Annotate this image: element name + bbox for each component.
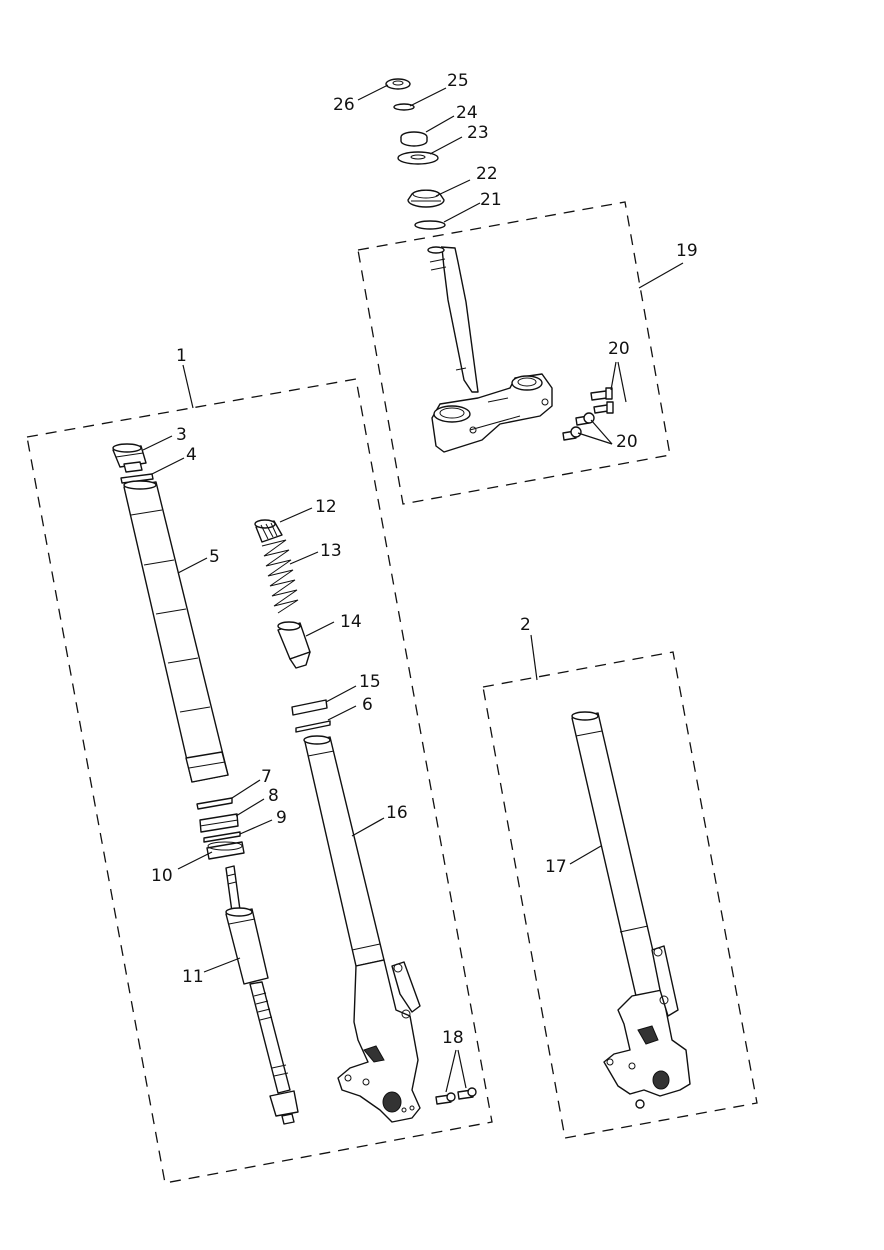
callout-25: 25 (447, 71, 469, 91)
part-15-bush[interactable] (291, 699, 328, 716)
part-20-bolts[interactable] (562, 387, 614, 441)
part-26-nut[interactable] (385, 78, 411, 90)
part-9-clip[interactable] (203, 831, 241, 843)
callout-22: 22 (476, 164, 498, 184)
callout-13: 13 (320, 541, 342, 561)
part-17-fork-assembly[interactable] (571, 711, 691, 1109)
part-8-oil-seal[interactable] (199, 813, 239, 833)
callout-12: 12 (315, 497, 337, 517)
callout-10: 10 (151, 866, 173, 886)
part-24-nut[interactable] (400, 131, 428, 147)
callout-9: 9 (276, 808, 287, 828)
part-23-washer[interactable] (397, 151, 439, 165)
callout-5: 5 (209, 547, 220, 567)
group-19-outline (357, 201, 671, 505)
part-16-inner-tube-and-axle-bracket[interactable] (303, 735, 421, 1123)
callout-24: 24 (456, 103, 478, 123)
part-19-lower-yoke-and-stem[interactable] (427, 246, 553, 453)
callout-6: 6 (362, 695, 373, 715)
callout-15: 15 (359, 672, 381, 692)
callout-4: 4 (186, 445, 197, 465)
part-6-bush[interactable] (295, 720, 331, 733)
callout-18: 18 (442, 1028, 464, 1048)
part-21-seal[interactable] (414, 220, 446, 230)
callout-1: 1 (176, 346, 187, 366)
group-2-outline (482, 651, 758, 1139)
part-12-spring-collar[interactable] (254, 519, 283, 543)
part-7-seal[interactable] (196, 797, 233, 810)
part-4-o-ring[interactable] (120, 473, 154, 484)
callout-20-lower: 20 (616, 432, 638, 452)
part-11-damper-cartridge[interactable] (225, 865, 299, 1125)
part-3-top-cap[interactable] (112, 443, 147, 473)
callout-20-upper: 20 (608, 339, 630, 359)
callout-11: 11 (182, 967, 204, 987)
callout-7: 7 (261, 767, 272, 787)
part-10-dust-seal[interactable] (206, 841, 245, 860)
callout-8: 8 (268, 786, 279, 806)
callout-21: 21 (480, 190, 502, 210)
part-22-bearing[interactable] (407, 189, 445, 208)
callout-17: 17 (545, 857, 567, 877)
part-5-outer-tube[interactable] (123, 480, 229, 783)
callout-26: 26 (333, 95, 355, 115)
callout-labels: 1 2 3 4 5 6 7 8 9 10 11 12 13 14 15 16 1… (151, 71, 698, 1048)
callout-2: 2 (520, 615, 531, 635)
part-18-bolts[interactable] (435, 1087, 477, 1105)
callout-14: 14 (340, 612, 362, 632)
part-13-spring[interactable] (261, 539, 299, 614)
callout-16: 16 (386, 803, 408, 823)
callout-3: 3 (176, 425, 187, 445)
part-14-spacer[interactable] (277, 621, 311, 669)
leader-lines (142, 84, 684, 1093)
part-25-lock-washer[interactable] (393, 103, 415, 111)
group-1-outline (26, 378, 493, 1184)
callout-23: 23 (467, 123, 489, 143)
callout-19: 19 (676, 241, 698, 261)
